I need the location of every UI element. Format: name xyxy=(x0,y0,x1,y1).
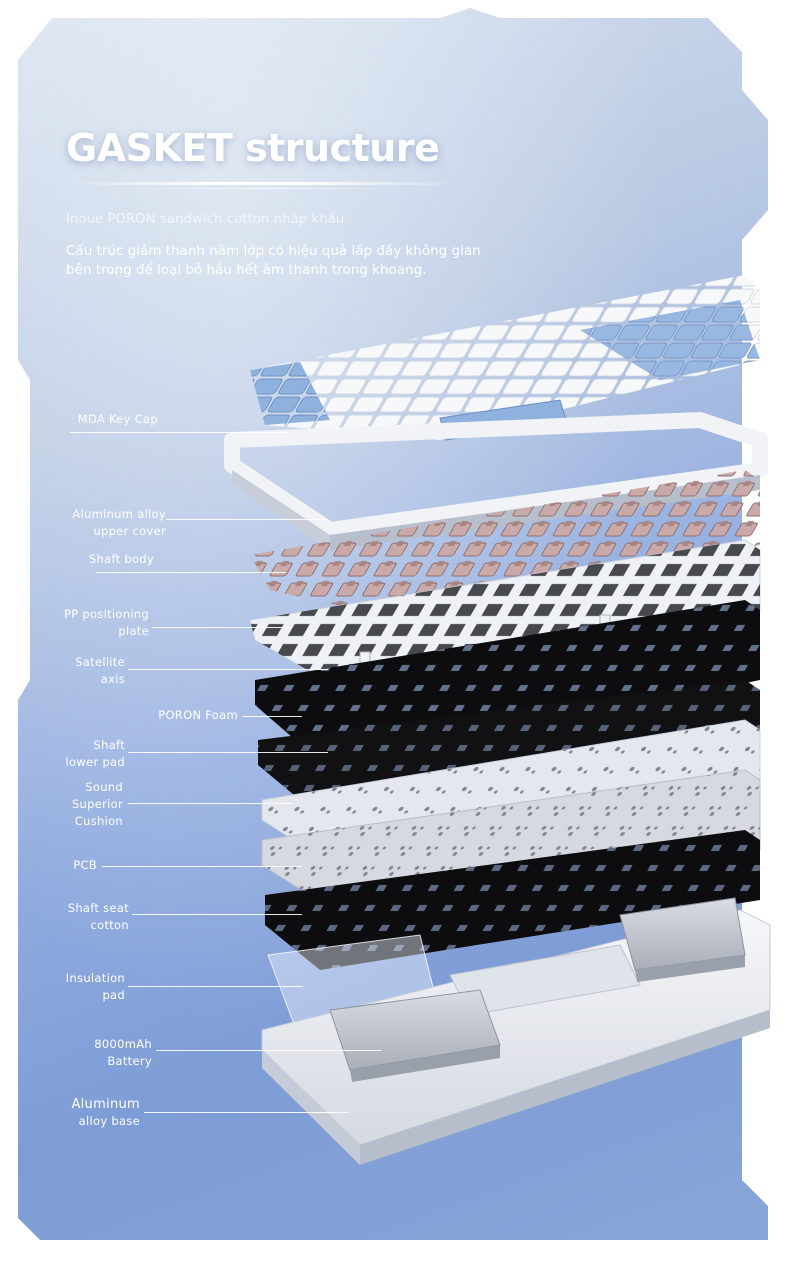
label-poron-foam: PORON Foam xyxy=(158,708,238,722)
leader-pcb xyxy=(102,866,302,867)
leader-shaft-lower-pad xyxy=(128,752,328,753)
leader-shaft-seat-cotton xyxy=(132,914,302,915)
label-shaft-seat-cotton: Shaft seat cotton xyxy=(67,901,129,932)
description-line-1: Cấu trúc giảm thanh năm lớp có hiệu quả … xyxy=(66,243,481,259)
leader-poron-foam xyxy=(242,716,302,717)
label-shaft-lower-pad: Shaft lower pad xyxy=(65,738,125,769)
page-subtitle: Inoue PORON sandwich cotton nhập khẩu xyxy=(66,212,345,227)
leader-keycap xyxy=(70,432,290,433)
leader-upper-cover xyxy=(166,519,326,520)
label-pp-plate: PP positioning plate xyxy=(63,607,149,638)
label-upper-cover: Aluminum alloy upper cover xyxy=(72,507,166,538)
label-satellite-axis: Satellite axis xyxy=(75,655,125,686)
title-underline xyxy=(70,182,460,185)
switch-layer xyxy=(250,470,760,615)
leader-battery xyxy=(156,1050,381,1051)
label-pcb: PCB xyxy=(73,858,97,872)
label-insulation-pad: Insulation pad xyxy=(65,971,125,1002)
leader-sound-cushion xyxy=(128,803,293,804)
leader-alloy-base xyxy=(144,1112,349,1113)
page-title: GASKET structure xyxy=(66,126,440,170)
leader-shaft-body xyxy=(96,572,286,573)
shaft-seat-cotton-layer xyxy=(265,830,760,970)
label-keycap: MDA Key Cap xyxy=(77,412,158,426)
leader-satellite-axis xyxy=(128,669,328,670)
label-battery: 8000mAh Battery xyxy=(94,1037,152,1068)
description-line-2: bên trong để loại bỏ hầu hết âm thanh tr… xyxy=(66,262,427,278)
leader-pp-plate xyxy=(152,627,292,628)
label-shaft-body: Shaft body xyxy=(88,552,154,566)
label-alloy-base: Aluminum alloy base xyxy=(71,1097,140,1128)
title-underline-secondary xyxy=(120,188,400,189)
label-sound-cushion: Sound Superior Cushion xyxy=(71,780,123,828)
leader-insulation-pad xyxy=(128,986,303,987)
page-description: Cấu trúc giảm thanh năm lớp có hiệu quả … xyxy=(66,242,536,280)
